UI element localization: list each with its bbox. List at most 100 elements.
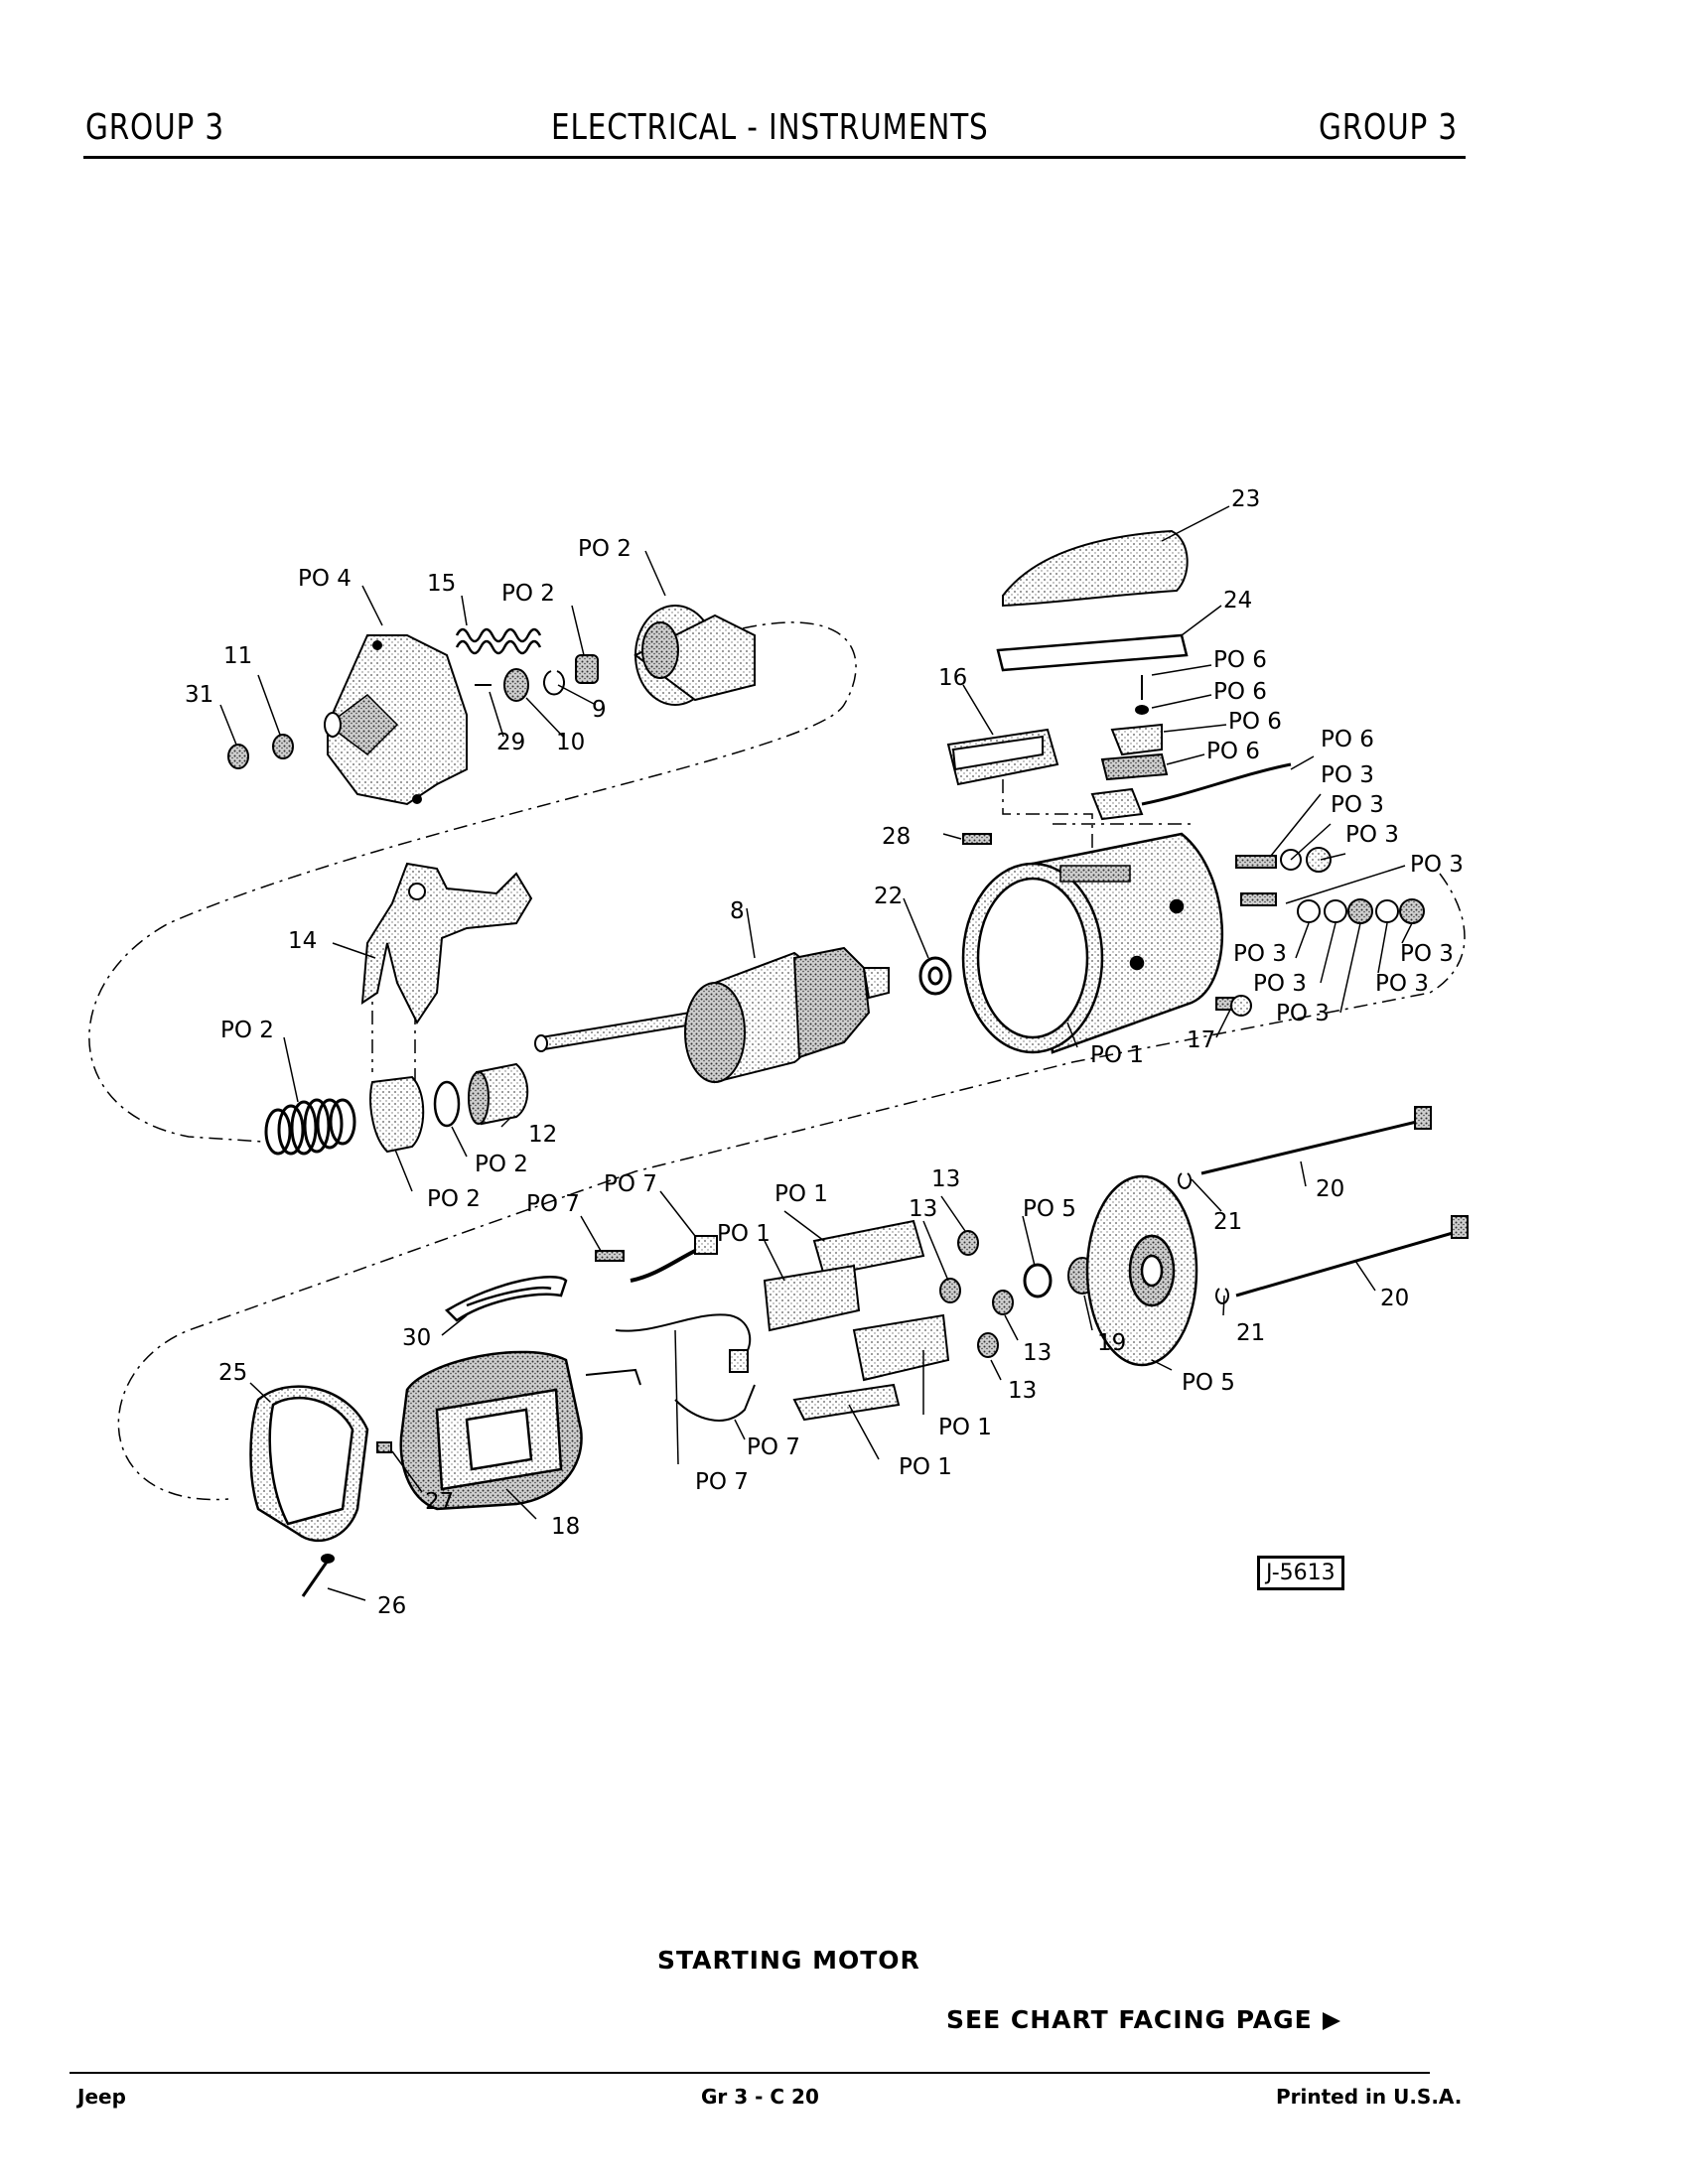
see-chart-note: SEE CHART FACING PAGE [946,2005,1340,2034]
drive-housing-part [324,634,468,806]
gasket-24-part [996,633,1189,672]
bushing-parts [227,734,294,769]
callout-25: 25 [218,1360,247,1386]
callout-po3: PO 3 [1233,941,1287,967]
footer-printed: Printed in U.S.A. [1276,2085,1463,2109]
callout-28: 28 [882,824,911,850]
callout-9: 9 [592,697,607,723]
arrow-right-icon [1322,2012,1340,2030]
callout-24: 24 [1223,588,1252,614]
callout-12: 12 [528,1122,557,1148]
callout-23: 23 [1231,486,1260,512]
callout-po2: PO 2 [475,1152,528,1177]
callout-po6: PO 6 [1213,679,1267,705]
callout-19: 19 [1097,1330,1126,1356]
plate-ring-sleeve-parts [369,1062,529,1154]
callout-po6: PO 6 [1206,739,1260,764]
callout-po1: PO 1 [938,1415,992,1440]
retainer-parts [475,654,599,702]
callout-po6: PO 6 [1321,727,1374,752]
callout-13: 13 [931,1166,960,1192]
terminal-washers [1235,847,1425,924]
callout-po4: PO 4 [298,566,352,592]
brush-springs-13-parts [939,1230,1097,1358]
callout-leader-lines [219,505,1413,1601]
callout-18: 18 [551,1514,580,1540]
cover-band-25-part [249,1385,369,1543]
header-group-right: GROUP 3 [1319,107,1458,148]
shift-lever-14-part [360,862,533,1024]
callout-20: 20 [1380,1286,1409,1311]
callout-po1: PO 1 [774,1181,828,1207]
callout-po2: PO 2 [501,581,555,607]
callout-po5: PO 5 [1023,1196,1076,1222]
field-frame-part [961,832,1224,1054]
callout-31: 31 [185,682,213,708]
cover-23-part [1002,529,1189,608]
callout-21: 21 [1236,1320,1265,1346]
callout-po6: PO 6 [1228,709,1282,735]
callout-13: 13 [909,1196,937,1222]
footer-brand: Jeep [77,2085,126,2109]
callout-15: 15 [427,571,456,597]
clip-and-screw-parts [301,1441,392,1597]
screw-and-lead-po7-parts [595,1235,718,1283]
callout-14: 14 [288,928,317,954]
header-group-left: GROUP 3 [85,107,224,148]
callout-po5: PO 5 [1182,1370,1235,1396]
field-coils-18-part [399,1350,583,1511]
callout-po7: PO 7 [526,1191,580,1217]
brush-parts [1090,675,1292,821]
callout-po1: PO 1 [717,1221,771,1247]
callout-21: 21 [1213,1209,1242,1235]
callout-13: 13 [1023,1340,1052,1366]
callout-20: 20 [1316,1176,1344,1202]
armature-part [534,946,890,1084]
callout-po3: PO 3 [1410,852,1464,878]
terminal-box-16-part [946,728,1059,786]
callout-26: 26 [377,1593,406,1619]
callout-po1: PO 1 [1090,1042,1144,1068]
callout-30: 30 [402,1325,431,1351]
brush-holder-30-part [444,1276,568,1322]
callout-8: 8 [730,898,745,924]
callout-po2: PO 2 [578,536,632,562]
callout-17: 17 [1187,1027,1215,1053]
spring-15-part [455,627,542,655]
callout-po3: PO 3 [1375,971,1429,997]
callout-10: 10 [556,730,585,755]
callout-po7: PO 7 [604,1171,657,1197]
callout-po7: PO 7 [695,1469,749,1495]
callout-po3: PO 3 [1345,822,1399,848]
field-leads-po7-part [585,1313,756,1422]
header-rule [83,156,1466,159]
callout-po3: PO 3 [1331,792,1384,818]
callout-29: 29 [496,730,525,755]
figure-caption: STARTING MOTOR [657,1946,920,1975]
footer-rule [70,2072,1430,2074]
callout-labels: PO 4 15 PO 2 PO 2 11 31 29 10 9 23 24 PO… [185,486,1464,1619]
washer-22-part [918,956,952,996]
brush-plates-po1-parts [763,1219,950,1422]
figure-reference-box: J-5613 [1257,1556,1344,1590]
callout-po2: PO 2 [220,1018,274,1043]
spring-po2-part [264,1098,356,1156]
see-chart-text: SEE CHART FACING PAGE [946,2005,1313,2034]
callout-po3: PO 3 [1276,1001,1330,1026]
through-bolts-20-parts [1178,1106,1469,1304]
callout-16: 16 [938,665,967,691]
callout-po2: PO 2 [427,1186,481,1212]
pin-28-part [962,833,992,845]
callout-po6: PO 6 [1213,647,1267,673]
callout-13: 13 [1008,1378,1037,1404]
screw-17-part [1215,995,1252,1017]
header-title: ELECTRICAL - INSTRUMENTS [551,107,989,148]
callout-po3: PO 3 [1253,971,1307,997]
callout-11: 11 [223,643,252,669]
callout-22: 22 [874,884,903,909]
callout-po1: PO 1 [899,1454,952,1480]
drive-assembly-part [633,605,756,706]
callout-po3: PO 3 [1400,941,1454,967]
callout-po3: PO 3 [1321,762,1374,788]
